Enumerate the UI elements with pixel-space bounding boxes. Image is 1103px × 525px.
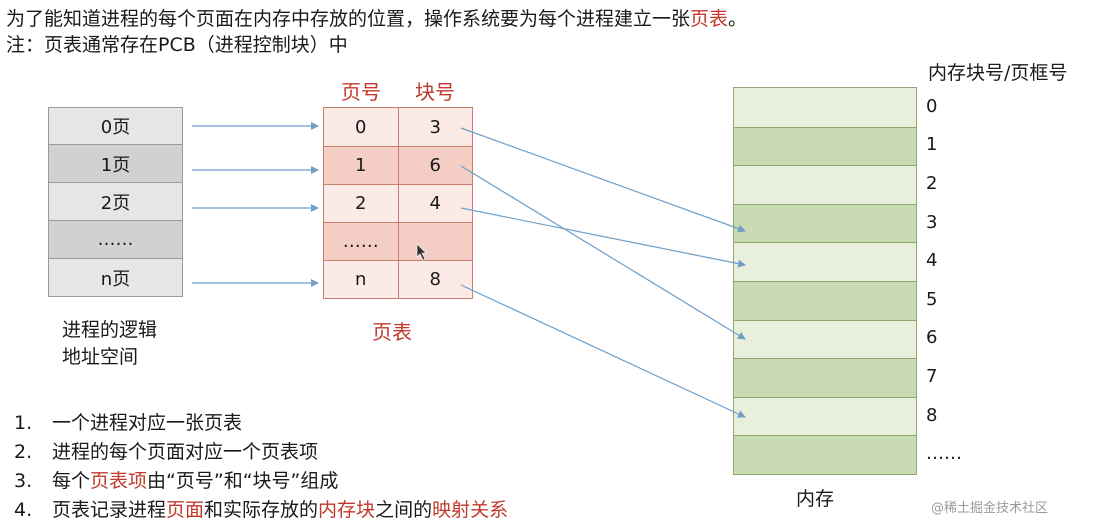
frame-label: 5: [926, 288, 938, 310]
page-table-caption: 页表: [372, 320, 412, 344]
frame-label: 3: [926, 211, 938, 233]
page-number-header: 页号: [341, 80, 381, 104]
logical-page-2: 2页: [48, 183, 183, 221]
header-highlight: 页表: [690, 8, 729, 30]
arrow-block-4: [460, 207, 746, 268]
logical-page-1: 1页: [48, 145, 183, 183]
memory-block-6: [734, 319, 916, 359]
cursor-icon: [416, 243, 427, 261]
page-number-cell: ……: [324, 223, 399, 260]
frame-label: 8: [926, 404, 938, 426]
page-table-row: 2 4: [324, 184, 472, 222]
memory-block-1: [734, 126, 916, 166]
page-table-row: n 8: [324, 260, 472, 298]
block-number-cell: 4: [429, 193, 441, 214]
memory-block-5: [734, 280, 916, 320]
logical-page-n: n页: [48, 259, 183, 297]
list-item: 1.一个进程对应一张页表: [14, 412, 243, 434]
frame-label: 1: [926, 134, 938, 156]
arrow-block-6: [460, 165, 746, 340]
list-item: 3.每个页表项由“页号”和“块号”组成: [14, 470, 339, 492]
page-number-cell: 0: [324, 108, 399, 146]
frame-label: 7: [926, 365, 938, 387]
watermark: @稀土掘金技术社区: [931, 501, 1049, 516]
memory-block-7: [734, 358, 916, 397]
list-item: 2.进程的每个页面对应一个页表项: [14, 441, 319, 463]
header-line-1: 为了能知道进程的每个页面在内存中存放的位置，操作系统要为每个进程建立一张页表。: [6, 8, 748, 30]
page-table-row: ……: [324, 222, 472, 260]
block-number-cell: 8: [429, 269, 441, 290]
memory-frame-title: 内存块号/页框号: [928, 62, 1068, 84]
logical-address-space: 0页 1页 2页 …… n页: [48, 107, 183, 297]
frame-label: 6: [926, 327, 938, 349]
memory-block-4: [734, 242, 916, 281]
page-table: 0 3 1 6 2 4 …… n 8: [323, 107, 473, 299]
frame-label: 4: [926, 250, 938, 272]
frame-label: 0: [926, 95, 938, 117]
memory-block-0: [734, 88, 916, 127]
memory-block-3: [734, 203, 916, 243]
logical-page-0: 0页: [48, 107, 183, 145]
memory-block-8: [734, 396, 916, 436]
arrow-block-3: [460, 127, 746, 233]
frame-label: ……: [926, 443, 962, 465]
arrow-block-8: [460, 284, 746, 418]
page-table-row: 0 3: [324, 108, 472, 146]
page-number-cell: 1: [324, 147, 399, 184]
block-number-cell: 6: [429, 155, 441, 176]
page-number-cell: 2: [324, 185, 399, 222]
frame-number-labels: 0 1 2 3 4 5 6 7 8 ……: [926, 87, 962, 473]
memory-blocks: [733, 87, 917, 475]
page-number-cell: n: [324, 261, 399, 298]
logical-page-ellipsis: ……: [48, 221, 183, 259]
list-item: 4.页表记录进程页面和实际存放的内存块之间的映射关系: [14, 499, 509, 521]
block-number-cell: 3: [429, 116, 441, 138]
memory-block-more: [734, 435, 916, 474]
notes-list: 1.一个进程对应一张页表 2.进程的每个页面对应一个页表项 3.每个页表项由“页…: [14, 409, 508, 525]
block-number-header: 块号: [415, 80, 455, 104]
header-line-2: 注：页表通常存在PCB（进程控制块）中: [6, 34, 348, 56]
frame-label: 2: [926, 172, 938, 194]
memory-block-2: [734, 165, 916, 204]
logical-space-caption: 进程的逻辑 地址空间: [62, 319, 158, 368]
page-table-headers: 页号 块号: [324, 76, 472, 105]
memory-caption: 内存: [796, 488, 835, 510]
page-table-row: 1 6: [324, 146, 472, 184]
